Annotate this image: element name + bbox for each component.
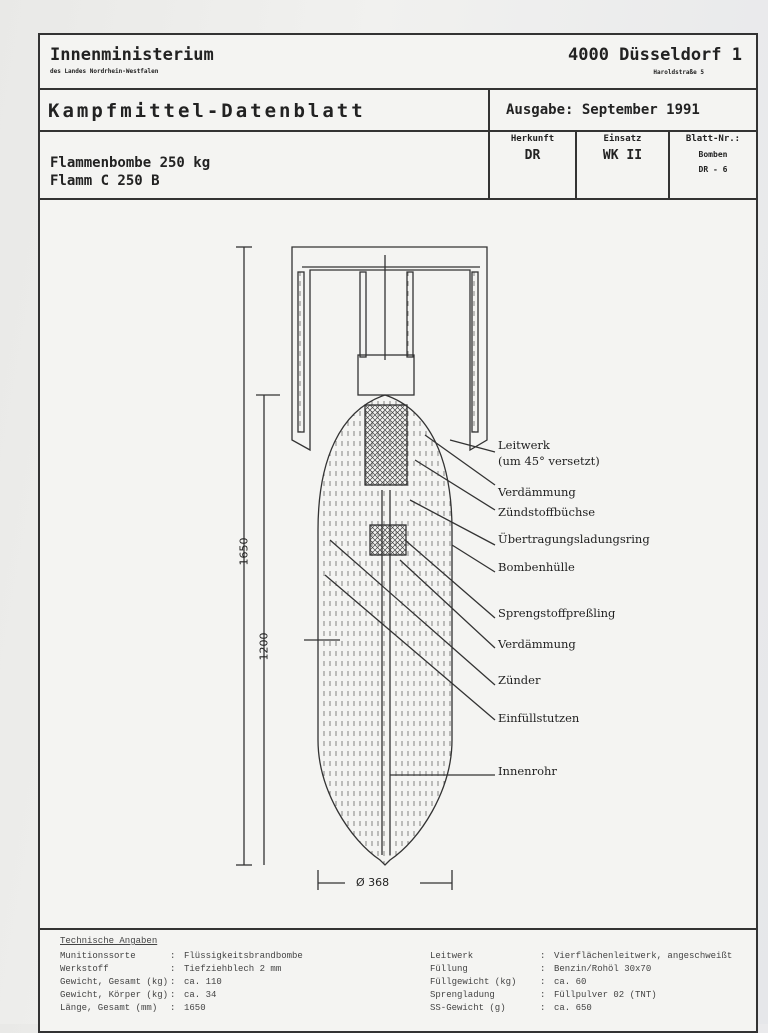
tech-colon: : [170,951,176,961]
label-verdaemmung-2: Verdämmung [498,637,576,651]
sheet-number-label: Blatt-Nr.: [685,134,741,144]
street: Haroldstraße 5 [653,69,704,76]
tech-key: Füllgewicht (kg) [430,977,517,987]
tech-value: ca. 110 [184,977,222,987]
tech-value: Tiefziehblech 2 mm [184,964,282,974]
tech-key: Werkstoff [60,964,109,974]
tech-key: Gewicht, Körper (kg) [60,990,169,1000]
label-leitwerk: Leitwerk [498,438,550,452]
tech-value: Vierflächenleitwerk, angeschweißt [554,951,733,961]
use-value: WK II [602,148,643,163]
tech-colon: : [170,1003,176,1013]
use-cell: Einsatz WK II [577,134,668,163]
tech-value: ca. 650 [554,1003,592,1013]
data-sheet: Innenministerium des Landes Nordrhein-We… [38,33,758,1033]
tech-heading: Technische Angaben [60,936,158,946]
tech-key: Gewicht, Gesamt (kg) [60,977,169,987]
tech-key: Leitwerk [430,951,474,961]
header-row: Innenministerium des Landes Nordrhein-We… [40,35,756,90]
tech-colon: : [170,977,176,987]
label-innenrohr: Innenrohr [498,764,557,778]
label-bombenhuelle: Bombenhülle [498,560,575,574]
sheet-number-cell: Blatt-Nr.: Bomben DR - 6 [670,134,756,174]
tech-row: Munitionssorte: Flüssigkeitsbrandbombe [60,951,303,963]
label-zuendstoffbuechse: Zündstoffbüchse [498,505,596,519]
bomb-drawing: 1650 1200 Ø 368 Leitwerk (um 45° versetz… [40,200,756,935]
dim-total-length: 1650 [237,537,251,566]
dim-body-length: 1200 [257,632,271,661]
tech-value: Füllpulver 02 (TNT) [554,990,657,1000]
tech-row: Leitwerk: Vierflächenleitwerk, angeschwei… [430,951,732,963]
label-verdaemmung-1: Verdämmung [498,485,576,499]
origin-label: Herkunft [510,134,555,144]
origin-value: DR [524,148,541,163]
item-row: Flammenbombe 250 kg Flamm C 250 B Herkun… [40,132,756,200]
tech-value: Flüssigkeitsbrandbombe [184,951,303,961]
tech-value: Benzin/Rohöl 30x70 [554,964,652,974]
use-label: Einsatz [603,134,642,144]
label-leitwerk-note: (um 45° versetzt) [498,454,600,468]
tech-row: Gewicht, Gesamt (kg): ca. 110 [60,977,222,989]
tech-row: SS-Gewicht (g): ca. 650 [430,1003,592,1015]
label-sprengstoffpressling: Sprengstoffpreßling [498,606,616,620]
origin-cell: Herkunft DR [490,134,575,163]
label-einfuellstutzen: Einfüllstutzen [498,711,580,725]
tech-colon: : [170,990,176,1000]
bomb-diagram [236,246,496,890]
dim-diameter: Ø 368 [356,876,390,889]
tech-row: Füllung: Benzin/Rohöl 30x70 [430,964,651,976]
city: 4000 Düsseldorf 1 [568,45,742,65]
organization: Innenministerium [50,45,214,65]
sheet-category: Bomben [698,150,728,159]
item-name-line2: Flamm C 250 B [50,173,160,189]
organization-sub: des Landes Nordrhein-Westfalen [50,68,159,75]
tech-key: Sprengladung [430,990,495,1000]
tech-key: Länge, Gesamt (mm) [60,1003,158,1013]
tech-key: Munitionssorte [60,951,136,961]
tech-value: 1650 [184,1003,206,1013]
item-name-line1: Flammenbombe 250 kg [50,155,211,171]
item-name: Flammenbombe 250 kg Flamm C 250 B [50,154,210,190]
tech-row: Füllgewicht (kg): ca. 60 [430,977,586,989]
tech-colon: : [540,990,546,1000]
title-row: Kampfmittel-Datenblatt Ausgabe: Septembe… [40,90,756,132]
tech-value: ca. 34 [184,990,217,1000]
issue-date: Ausgabe: September 1991 [506,102,700,118]
tech-colon: : [540,951,546,961]
tech-colon: : [540,977,546,987]
tech-colon: : [540,1003,546,1013]
sheet-number: DR - 6 [698,165,728,174]
technical-data: Technische Angaben Munitionssorte: Flüssi… [40,928,756,1031]
label-uebertragungsladungsring: Übertragungsladungsring [498,532,650,546]
tech-row: Sprengladung: Füllpulver 02 (TNT) [430,990,657,1002]
sheet-title: Kampfmittel-Datenblatt [48,100,366,122]
tech-key: Füllung [430,964,468,974]
label-zuender: Zünder [498,673,541,687]
tech-row: Länge, Gesamt (mm):1650 [60,1003,206,1015]
tech-colon: : [540,964,546,974]
tech-row: Gewicht, Körper (kg): ca. 34 [60,990,216,1002]
tech-value: ca. 60 [554,977,587,987]
tech-key: SS-Gewicht (g) [430,1003,506,1013]
tech-row: Werkstoff: Tiefziehblech 2 mm [60,964,281,976]
tech-colon: : [170,964,176,974]
